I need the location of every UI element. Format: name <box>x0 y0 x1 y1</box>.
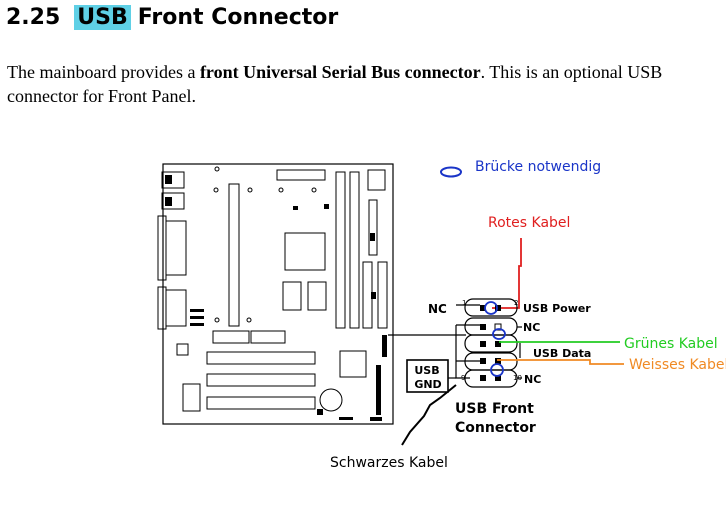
black-cable-label: Schwarzes Kabel <box>330 455 448 471</box>
jumper-rings <box>484 301 506 377</box>
pin9-label: 9 <box>461 374 465 382</box>
mainboard-illustration <box>157 163 394 425</box>
usb-header <box>464 298 518 388</box>
usb-header-pins <box>480 305 502 381</box>
header-wiring <box>388 304 522 379</box>
white-cable-label: Weisses Kabel <box>629 357 726 373</box>
red-cable-line <box>492 238 522 309</box>
section-number: 2.25 <box>6 4 61 30</box>
nc-right-2-label: NC <box>524 373 541 386</box>
pin1-label: 1 <box>462 299 466 307</box>
connector-caption-line1: USB Front <box>455 401 534 417</box>
usb-data-label: USB Data <box>533 347 591 360</box>
nc-right-1-label: NC <box>523 321 540 334</box>
black-cable-line <box>401 384 457 446</box>
intro-text-2: . This is an optional USB connector for … <box>7 62 663 106</box>
red-cable-label: Rotes Kabel <box>488 215 570 231</box>
mainboard-details <box>165 166 387 421</box>
section-title: Front Connector <box>137 4 339 30</box>
section-heading: 2.25 USB Front Connector <box>6 2 338 32</box>
white-cable-line <box>497 359 624 365</box>
usb-gnd-box <box>406 359 449 393</box>
usb-gnd-line2: GND <box>414 378 441 391</box>
section-highlight: USB <box>74 4 131 30</box>
green-cable-label: Grünes Kabel <box>624 336 718 352</box>
nc-left-label: NC <box>428 302 447 316</box>
usb-power-label: USB Power <box>523 302 591 315</box>
intro-bold: front Universal Serial Bus connector <box>199 62 481 82</box>
jumper-legend-icon <box>440 166 462 178</box>
usb-gnd-line1: USB <box>414 364 439 377</box>
legend-text: Brücke notwendig <box>475 159 601 175</box>
pin2-label: 2 <box>514 299 518 307</box>
intro-text-1: The mainboard provides a <box>7 62 200 82</box>
pin10-label: 10 <box>513 374 522 382</box>
connector-caption-line2: Connector <box>455 420 536 436</box>
intro-paragraph: The mainboard provides a front Universal… <box>7 60 707 108</box>
